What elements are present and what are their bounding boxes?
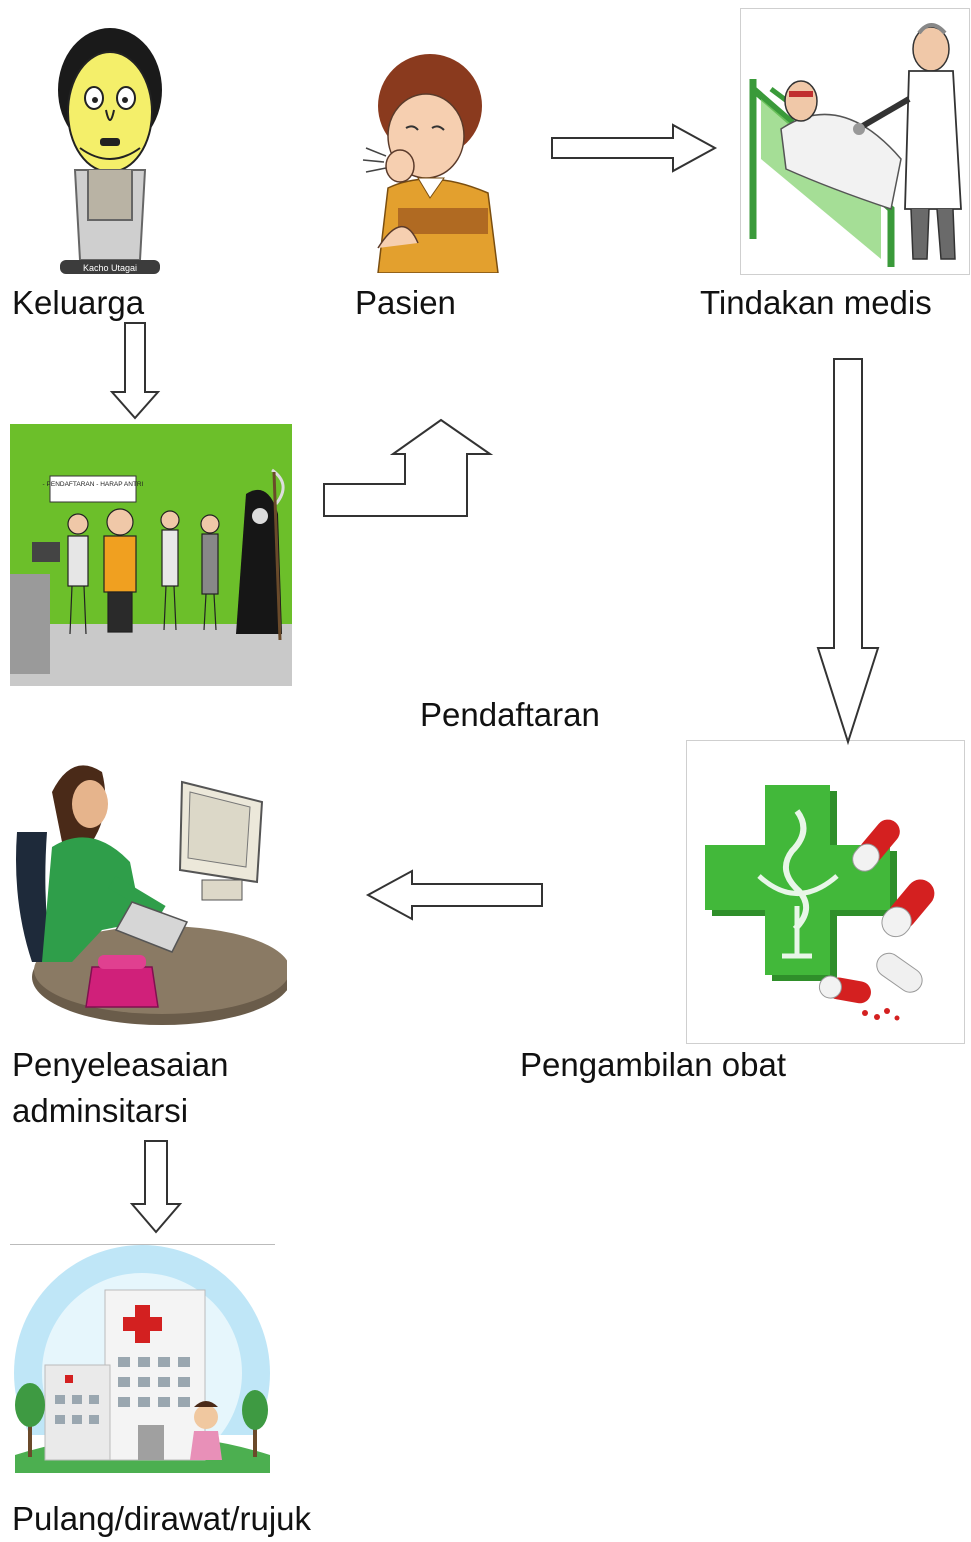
label-penyelesaian: Penyeleasaian adminsitarsi (12, 1046, 229, 1130)
arrow-right-pasien (551, 122, 718, 174)
arrow-down-tindakan (816, 358, 880, 746)
arrow-down-penyelesaian (129, 1140, 183, 1234)
family-illustration: Kacho Utagai (50, 20, 170, 282)
arrow-down-icon (129, 1140, 183, 1234)
registration-illustration: - PENDAFTARAN - HARAP ANTRI (10, 424, 292, 686)
medical-treatment-illustration (740, 8, 970, 275)
label-pendaftaran: Pendaftaran (420, 696, 600, 733)
registration-sign: - PENDAFTARAN - HARAP ANTRI (43, 481, 144, 488)
label-keluarga: Keluarga (12, 284, 145, 321)
arrow-down-icon (816, 358, 880, 746)
label-pulang: Pulang/dirawat/rujuk (12, 1500, 311, 1537)
doctor-bedside-icon (741, 9, 969, 274)
arrow-right-icon (551, 123, 718, 173)
cartoon-man-icon: Kacho Utagai (58, 28, 162, 274)
medicine-pickup-illustration (686, 740, 965, 1044)
pharmacy-cross-pills-icon (687, 741, 964, 1043)
arrow-bent-up-pendaftaran (323, 418, 494, 518)
admin-computer-desk-icon (12, 752, 287, 1032)
arrow-left-pengambilan (365, 868, 544, 922)
registration-queue-icon: - PENDAFTARAN - HARAP ANTRI (10, 424, 292, 686)
discharge-illustration (10, 1244, 275, 1473)
arrow-bent-up-icon (323, 418, 494, 517)
patient-illustration (358, 48, 503, 273)
arrow-down-icon (109, 322, 161, 420)
label-tindakan-medis: Tindakan medis (700, 284, 932, 321)
label-pengambilan-obat: Pengambilan obat (520, 1046, 787, 1083)
arrow-left-icon (365, 869, 543, 921)
label-pasien: Pasien (355, 284, 456, 321)
coughing-patient-icon (358, 48, 503, 273)
administration-illustration (12, 752, 287, 1032)
family-caption: Kacho Utagai (83, 263, 137, 273)
hospital-building-icon (10, 1245, 275, 1473)
arrow-down-keluarga (109, 322, 161, 420)
